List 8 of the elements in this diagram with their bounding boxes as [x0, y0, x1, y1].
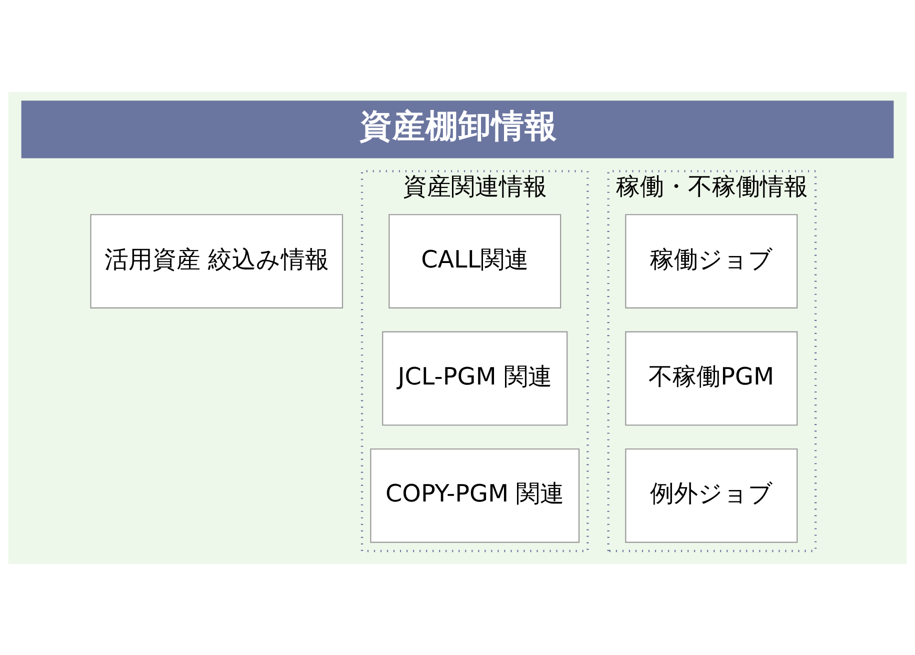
diagram-title: 資産棚卸情報	[359, 106, 558, 145]
node-box: CALL関連	[388, 214, 562, 308]
node-box: 不稼働PGM	[625, 330, 798, 426]
node-box: 例外ジョブ	[625, 448, 798, 542]
node-box: 活用資産 絞込み情報	[90, 214, 344, 308]
node-box: JCL-PGM 関連	[382, 330, 568, 426]
node-box: COPY-PGM 関連	[370, 448, 580, 542]
node-box: 稼働ジョブ	[625, 214, 798, 308]
